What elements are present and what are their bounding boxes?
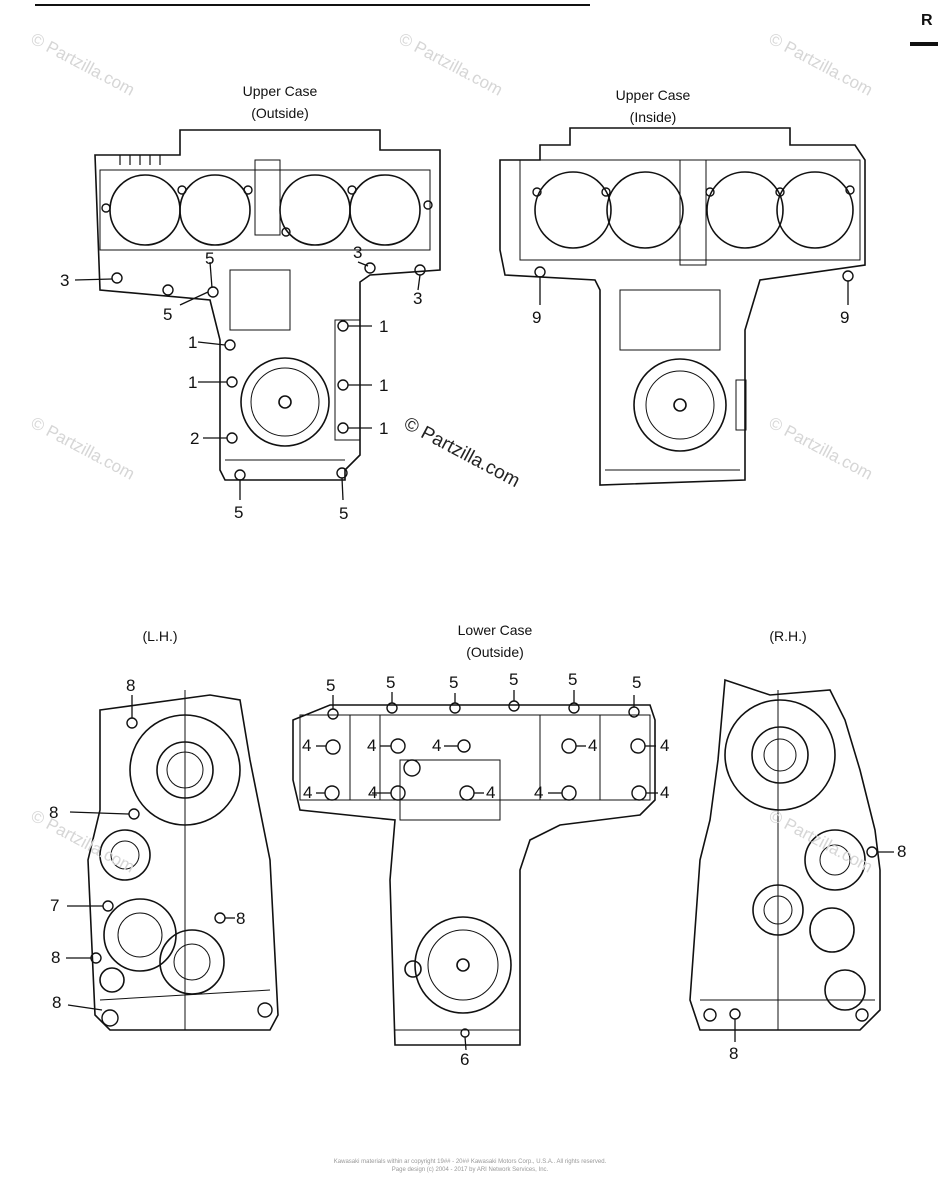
lower-case-outside-title-line1: Lower Case	[457, 622, 533, 638]
callout-label: 8	[729, 1044, 739, 1063]
callout-label: 5	[509, 670, 519, 689]
upper-case-inside-title-line1: Upper Case	[615, 87, 691, 103]
callout-label: 6	[460, 1050, 470, 1069]
callout-label: 8	[897, 842, 907, 861]
upper-case-inside-title-line2: (Inside)	[629, 109, 677, 125]
callout-label: 4	[660, 783, 670, 802]
rh-side-drawing	[689, 678, 881, 1031]
callout-label: 1	[188, 333, 198, 352]
callout-label: 4	[432, 736, 442, 755]
callout-label: 5	[339, 504, 349, 523]
callout-label: 5	[632, 673, 642, 692]
callout-label: 1	[379, 419, 389, 438]
callout-label: 4	[303, 783, 313, 802]
callout-label: 3	[413, 289, 423, 308]
callout-label: 1	[188, 373, 198, 392]
callout-label: 8	[236, 909, 246, 928]
callout-label: 5	[234, 503, 244, 522]
callout-label: 8	[49, 803, 59, 822]
callout-label: 3	[60, 271, 70, 290]
callout-label: 5	[205, 249, 215, 268]
footer-line-2: Page design (c) 2004 - 2017 by ARI Netwo…	[391, 1167, 549, 1173]
upper-case-inside-title: Upper Case (Inside)	[598, 84, 708, 128]
callout-label: 5	[163, 305, 173, 324]
callout-label: 9	[840, 308, 850, 327]
callout-label: 3	[353, 243, 363, 262]
upper-case-outside-title-line2: (Outside)	[251, 105, 309, 121]
callout-label: 4	[368, 783, 378, 802]
upper-case-inside-drawing	[499, 127, 866, 486]
callout-label: 4	[534, 783, 544, 802]
callout-label: 7	[50, 896, 60, 915]
lh-title: (L.H.)	[142, 628, 178, 644]
callout-label: 4	[486, 783, 496, 802]
footer-line-1: Kawasaki materials within ar copyright 1…	[333, 1159, 607, 1165]
callout-label: 5	[568, 670, 578, 689]
callout-label: 5	[326, 676, 336, 695]
footer-copyright: Kawasaki materials within ar copyright 1…	[310, 1158, 630, 1174]
callout-label: 1	[379, 317, 389, 336]
lower-case-outside-title: Lower Case (Outside)	[440, 619, 550, 663]
callout-label: 1	[379, 376, 389, 395]
callout-label: 4	[660, 736, 670, 755]
callout-label: 8	[51, 948, 61, 967]
callout-label: 8	[52, 993, 62, 1012]
leader-lines	[66, 261, 894, 1051]
lower-case-outside-title-line2: (Outside)	[466, 644, 524, 660]
lower-case-outside-drawing	[292, 700, 656, 1046]
page-mark: R	[921, 12, 933, 29]
callout-label: 4	[588, 736, 598, 755]
lh-side-drawing	[87, 690, 279, 1031]
callout-label: 5	[449, 673, 459, 692]
callout-label: 4	[367, 736, 377, 755]
callout-label: 5	[386, 673, 396, 692]
upper-case-outside-title-line1: Upper Case	[242, 83, 318, 99]
callout-label: 8	[126, 676, 136, 695]
upper-case-outside-title: Upper Case (Outside)	[225, 80, 335, 124]
callout-label: 4	[302, 736, 312, 755]
rh-title: (R.H.)	[769, 628, 807, 644]
callout-label: 9	[532, 308, 542, 327]
callout-label: 2	[190, 429, 200, 448]
